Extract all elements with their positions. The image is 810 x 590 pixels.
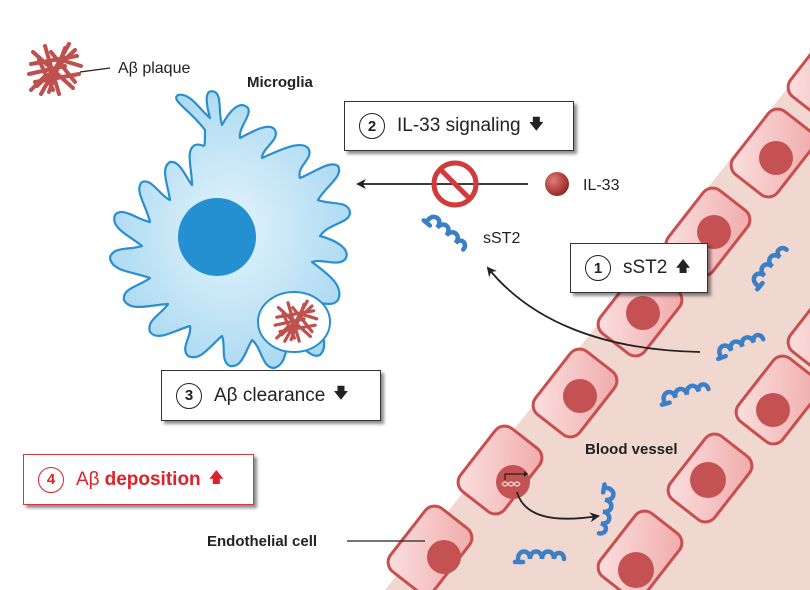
step-text: Aβ clearance bbox=[214, 384, 326, 406]
step-prefix: Aβ bbox=[76, 468, 100, 490]
step-text: IL-33 signaling bbox=[397, 115, 521, 136]
step-text: deposition bbox=[104, 468, 201, 490]
blood-vessel-label: Blood vessel bbox=[585, 441, 678, 458]
sst2-release-arrow bbox=[486, 266, 701, 353]
microglia-nucleus bbox=[178, 198, 256, 276]
plaque-pointer bbox=[79, 67, 111, 73]
down-arrow-icon: 🡇 bbox=[333, 385, 349, 402]
up-arrow-icon: 🡅 bbox=[675, 257, 691, 275]
microglia-cell bbox=[108, 90, 352, 370]
endothelial-cell-label: Endothelial cell bbox=[207, 533, 317, 550]
amyloid-plaque-icon bbox=[27, 42, 83, 96]
step-4-deposition-up: 4 Aβ deposition 🡅 bbox=[23, 454, 254, 505]
endothelial-nuclei-upper bbox=[427, 141, 793, 574]
il33-ligand-icon bbox=[545, 172, 569, 196]
step-number-badge: 1 bbox=[585, 255, 611, 281]
endothelial-cell bbox=[786, 29, 810, 121]
step-3-clearance-down: 3 Aβ clearance 🡇 bbox=[161, 370, 381, 421]
step-text: sST2 bbox=[623, 257, 668, 278]
dna-icon bbox=[501, 481, 521, 487]
step-number-badge: 3 bbox=[176, 382, 202, 409]
transcribing-nucleus bbox=[496, 465, 530, 499]
transcription-arrow-icon bbox=[504, 473, 524, 480]
plaque-label: Aβ plaque bbox=[118, 60, 190, 77]
inhibition-icon bbox=[431, 160, 479, 208]
step-1-sst2-up: 1 sST2 🡅 bbox=[570, 243, 708, 293]
sst2-molecule-free bbox=[424, 212, 468, 252]
endothelial-nuclei-lower bbox=[618, 393, 790, 588]
up-arrow-icon: 🡅 bbox=[208, 469, 225, 486]
step-number-badge: 2 bbox=[359, 113, 385, 139]
sst2-secretion-arrow bbox=[516, 491, 600, 523]
sst2-label: sST2 bbox=[483, 230, 520, 247]
microglia-label: Microglia bbox=[247, 74, 314, 91]
step-number-badge: 4 bbox=[38, 466, 64, 493]
down-arrow-icon: 🡇 bbox=[528, 115, 545, 133]
step-2-il33-signaling-down: 2 IL-33 signaling 🡇 bbox=[344, 101, 574, 151]
endothelial-cell bbox=[786, 284, 810, 376]
il33-label: IL-33 bbox=[583, 177, 620, 194]
